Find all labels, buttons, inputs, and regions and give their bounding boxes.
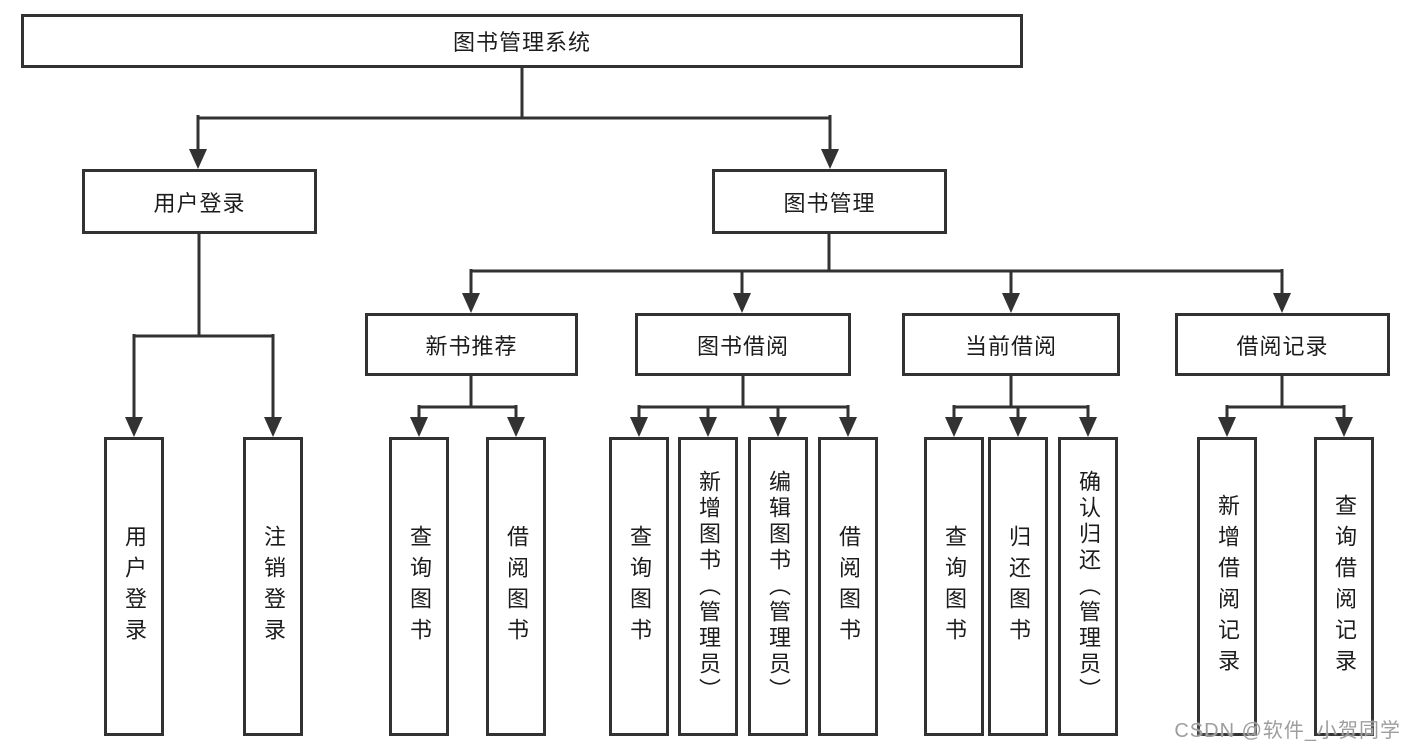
leaf-newbook-query-books: 查询图书 xyxy=(389,437,449,736)
connector-user-login-branch xyxy=(125,234,282,437)
leaf-borrow-borrow-books: 借阅图书 xyxy=(818,437,878,736)
leaf-borrow-query-books: 查询图书 xyxy=(609,437,669,736)
csdn-watermark: CSDN @软件_小贺同学 xyxy=(1174,720,1401,742)
node-book-management: 图书管理 xyxy=(712,169,947,234)
node-current-borrow: 当前借阅 xyxy=(902,313,1120,376)
leaf-current-query-books: 查询图书 xyxy=(924,437,984,736)
connector-root-branch xyxy=(189,68,839,169)
leaf-user-login: 用户登录 xyxy=(104,437,164,736)
connector-new-book-branch xyxy=(410,376,525,437)
leaf-borrow-edit-books-admin: 编辑图书（管理员） xyxy=(748,437,808,736)
node-user-login: 用户登录 xyxy=(82,169,317,234)
leaf-record-add: 新增借阅记录 xyxy=(1197,437,1257,736)
leaf-current-return-books: 归还图书 xyxy=(988,437,1048,736)
node-book-borrow: 图书借阅 xyxy=(635,313,851,376)
connector-book-management-branch xyxy=(462,234,1291,313)
leaf-logout: 注销登录 xyxy=(243,437,303,736)
leaf-borrow-add-books-admin: 新增图书（管理员） xyxy=(678,437,738,736)
node-borrow-records: 借阅记录 xyxy=(1175,313,1390,376)
connector-book-borrow-branch xyxy=(630,376,857,437)
leaf-newbook-borrow-books: 借阅图书 xyxy=(486,437,546,736)
node-new-book-recommend: 新书推荐 xyxy=(365,313,578,376)
node-root-system: 图书管理系统 xyxy=(21,14,1023,68)
leaf-current-confirm-return-admin: 确认归还（管理员） xyxy=(1058,437,1118,736)
leaf-record-query: 查询借阅记录 xyxy=(1314,437,1374,736)
connector-borrow-record-branch xyxy=(1218,376,1353,437)
connector-current-borrow-branch xyxy=(945,376,1097,437)
